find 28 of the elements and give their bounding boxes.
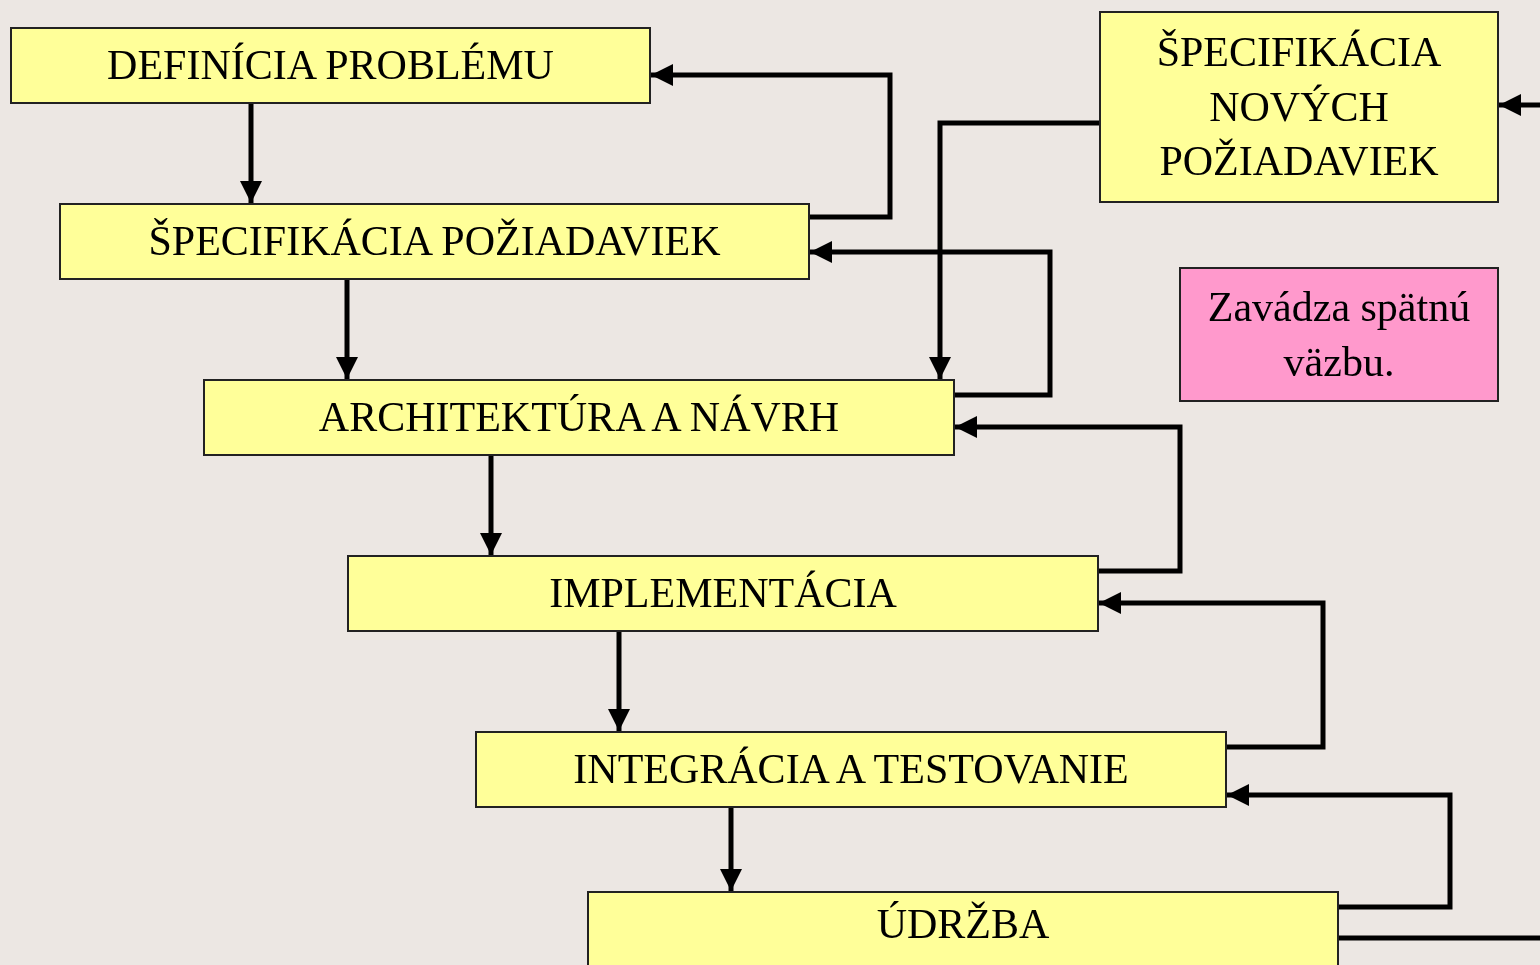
process-box: [347, 555, 1099, 632]
box-label: ARCHITEKTÚRA A NÁVRH: [318, 393, 840, 443]
process-box: [59, 203, 810, 280]
process-box: [475, 731, 1227, 808]
arrow: [1227, 784, 1453, 910]
box-label: ÚDRŽBA: [876, 899, 1050, 949]
process-box: [587, 891, 1339, 965]
box-label: INTEGRÁCIA A TESTOVANIE: [573, 745, 1129, 795]
arrow: [1099, 592, 1326, 750]
arrow: [720, 808, 742, 891]
process-box: [203, 379, 955, 456]
arrow: [810, 241, 1053, 398]
arrow: [955, 416, 1183, 574]
process-box: [1179, 267, 1499, 402]
arrow: [240, 104, 262, 203]
arrow: [608, 632, 630, 731]
arrow: [336, 280, 358, 379]
arrow: [480, 456, 502, 555]
box-label: ŠPECIFIKÁCIA NOVÝCH POŽIADAVIEK: [1155, 28, 1443, 187]
arrow: [1499, 94, 1540, 116]
process-box: [10, 27, 651, 104]
box-label: DEFINÍCIA PROBLÉMU: [107, 41, 554, 91]
box-label: Zavádza spätnú väzbu.: [1206, 282, 1472, 387]
box-label: IMPLEMENTÁCIA: [549, 569, 897, 619]
arrow: [929, 120, 1099, 379]
process-box: [1099, 11, 1499, 203]
box-label: ŠPECIFIKÁCIA POŽIADAVIEK: [148, 217, 721, 267]
arrow: [651, 64, 893, 220]
